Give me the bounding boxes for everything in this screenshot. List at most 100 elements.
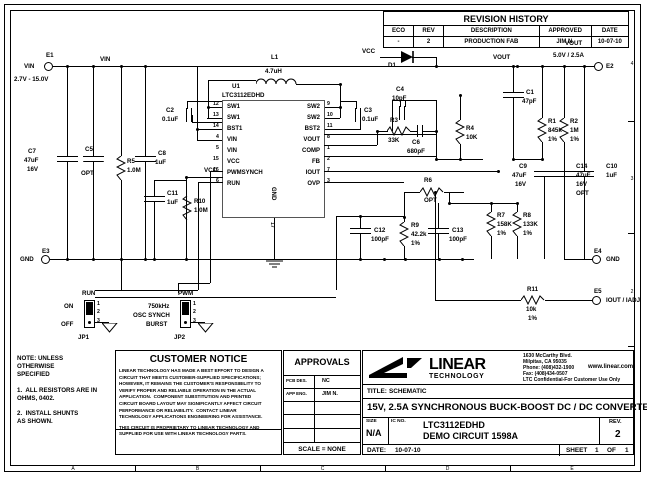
revision-history: REVISION HISTORY ECO REV DESCRIPTION APP… bbox=[382, 11, 630, 48]
label-c8-ref: C8 bbox=[158, 150, 166, 157]
rev-label: REV. bbox=[609, 419, 622, 425]
resistor-r11 bbox=[521, 295, 545, 305]
label-r11-tol: 1% bbox=[528, 315, 537, 322]
ic-pin-iout: IOUT bbox=[305, 170, 320, 176]
zone-number-1: 1 bbox=[630, 403, 634, 409]
label-c13-value: 100pF bbox=[449, 236, 467, 243]
date-label: DATE: bbox=[367, 447, 387, 454]
approvals-row-3 bbox=[284, 401, 360, 414]
resistor-r2 bbox=[559, 118, 569, 142]
ic-pinnum-2: 2 bbox=[327, 156, 330, 162]
terminal-e3-id: E3 bbox=[42, 248, 50, 255]
customer-notice-box: CUSTOMER NOTICE LINEAR TECHNOLOGY HAS MA… bbox=[115, 350, 282, 455]
ic-pin-pwmsynch: PWMSYNCH bbox=[227, 170, 263, 176]
date-value: 10-07-10 bbox=[395, 447, 421, 454]
label-c5-ref: C5 bbox=[85, 146, 93, 153]
ic-pinnum-10: 10 bbox=[327, 112, 333, 118]
title-block: NOTE: UNLESS OTHERWISE SPECIFIED 1. ALL … bbox=[11, 345, 647, 465]
net-label-vout: VOUT bbox=[493, 54, 511, 61]
label-c13-ref: C13 bbox=[452, 227, 464, 234]
label-l1-value: 4.7uH bbox=[265, 68, 282, 75]
ic-pinnum-4: 4 bbox=[216, 134, 219, 140]
jp2-ref: JP2 bbox=[174, 334, 186, 341]
title-row: TITLE: SCHEMATIC bbox=[363, 385, 633, 398]
zone-number-3: 3 bbox=[630, 176, 634, 182]
resistor-r9 bbox=[399, 222, 409, 246]
label-c14-ref: C14 bbox=[576, 163, 588, 170]
customer-notice-footer: THIS CIRCUIT IS PROPRIETARY TO LINEAR TE… bbox=[119, 424, 260, 437]
linear-logo-icon bbox=[369, 357, 422, 378]
ic-pinnum-3: 3 bbox=[327, 178, 330, 184]
label-r10-value: 1.0M bbox=[194, 207, 208, 214]
label-r1-ref: R1 bbox=[548, 118, 556, 125]
ic-pinnum-16: 16 bbox=[213, 167, 219, 173]
label-c6-ref: C6 bbox=[412, 139, 420, 146]
terminal-e1-id: E1 bbox=[46, 52, 54, 59]
label-r4-ref: R4 bbox=[466, 125, 474, 132]
ic-pin-gnd: GND bbox=[270, 187, 276, 201]
label-c14-value2: 16V bbox=[576, 181, 588, 188]
net-label-vcc: VCC bbox=[204, 167, 217, 174]
terminal-e2-name: VOUT bbox=[565, 40, 583, 47]
sheet-total: 1 bbox=[625, 447, 629, 454]
label-c4-value: 10pF bbox=[392, 95, 407, 102]
ic-pinnum-6: 6 bbox=[216, 178, 219, 184]
sheet-inner-border bbox=[10, 10, 635, 466]
approvals-row-4 bbox=[284, 414, 360, 428]
label-r2-ref: R2 bbox=[570, 118, 578, 125]
ic-pin-sw1-b: SW1 bbox=[227, 115, 241, 121]
rev-col-date: DATE bbox=[590, 25, 630, 37]
terminal-e1-circle bbox=[44, 62, 53, 71]
inductor-l1 bbox=[256, 78, 297, 85]
customer-notice-title: CUSTOMER NOTICE bbox=[149, 354, 248, 365]
ic-pin-sw2-b: SW2 bbox=[306, 115, 320, 121]
notes-block: NOTE: UNLESS OTHERWISE SPECIFIED 1. ALL … bbox=[17, 355, 113, 425]
label-r1-value: 845k bbox=[548, 127, 562, 134]
terminal-e2-circle bbox=[594, 62, 603, 71]
label-r7-tol: 1% bbox=[497, 230, 506, 237]
label-c12-ref: C12 bbox=[374, 227, 386, 234]
approvals-label-pcbdes: PCB DES. bbox=[286, 378, 307, 383]
label-c11-ref: C11 bbox=[167, 190, 179, 197]
ground-symbol-jp1 bbox=[102, 323, 118, 333]
rev-cell-rev: 2 bbox=[413, 36, 445, 48]
label-c6-value: 680pF bbox=[407, 148, 425, 155]
approvals-row-1: PCB DES. NC bbox=[284, 375, 360, 388]
approvals-value-appeng: JIM N. bbox=[322, 391, 338, 397]
net-label-vin: VIN bbox=[100, 56, 111, 63]
ic-pin-vin-b: VIN bbox=[227, 148, 238, 154]
label-r4-value: 10K bbox=[466, 134, 478, 141]
label-r6-value: OPT bbox=[424, 197, 437, 204]
rev-cell-date: 10-07-10 bbox=[590, 36, 630, 48]
customer-notice-body: LINEAR TECHNOLOGY HAS MADE A BEST EFFORT… bbox=[119, 368, 264, 420]
subtitle-row: 15V, 2.5A SYNCHRONOUS BUCK-BOOST DC / DC… bbox=[363, 399, 647, 417]
resistor-r8 bbox=[512, 212, 522, 236]
ic-pinnum-1: 1 bbox=[327, 145, 330, 151]
label-r7-ref: R7 bbox=[497, 212, 505, 219]
size-ic-rev-row: SIZE N/A IC NO. LTC3112EDHD DEMO CIRCUIT… bbox=[363, 418, 633, 444]
terminal-e1-name: VIN bbox=[24, 63, 35, 70]
ic-pinnum-9: 9 bbox=[327, 101, 330, 107]
revision-history-title: REVISION HISTORY bbox=[383, 11, 629, 26]
notes-item-2b: AS SHOWN. bbox=[17, 418, 53, 426]
label-c11-value: 1uF bbox=[167, 199, 179, 206]
approvals-label-appeng: APP ENG. bbox=[286, 391, 307, 396]
jp2-label-750khz: 750kHz bbox=[148, 303, 170, 310]
resistor-r1 bbox=[537, 118, 547, 142]
size-value: N/A bbox=[366, 428, 382, 438]
resistor-r3 bbox=[387, 126, 411, 136]
label-u1-ref: U1 bbox=[232, 83, 240, 90]
wire-gnd-rail bbox=[50, 259, 474, 260]
label-c9-value: 47uF bbox=[512, 172, 527, 179]
ic-pinnum-14: 14 bbox=[213, 123, 219, 129]
company-address-4: Fax: (408)434-0507 bbox=[523, 371, 568, 377]
ground-symbol-ic bbox=[266, 260, 283, 268]
jp1-shunt[interactable] bbox=[86, 302, 93, 315]
jp2-shunt[interactable] bbox=[182, 302, 189, 315]
label-c12-value: 100pF bbox=[371, 236, 389, 243]
terminal-e4-circle bbox=[592, 255, 601, 264]
ic-pin-fb: FB bbox=[312, 159, 320, 165]
rev-cell-desc: PRODUCTION FAB bbox=[443, 36, 540, 48]
subtitle-value: 15V, 2.5A SYNCHRONOUS BUCK-BOOST DC / DC… bbox=[367, 402, 647, 413]
